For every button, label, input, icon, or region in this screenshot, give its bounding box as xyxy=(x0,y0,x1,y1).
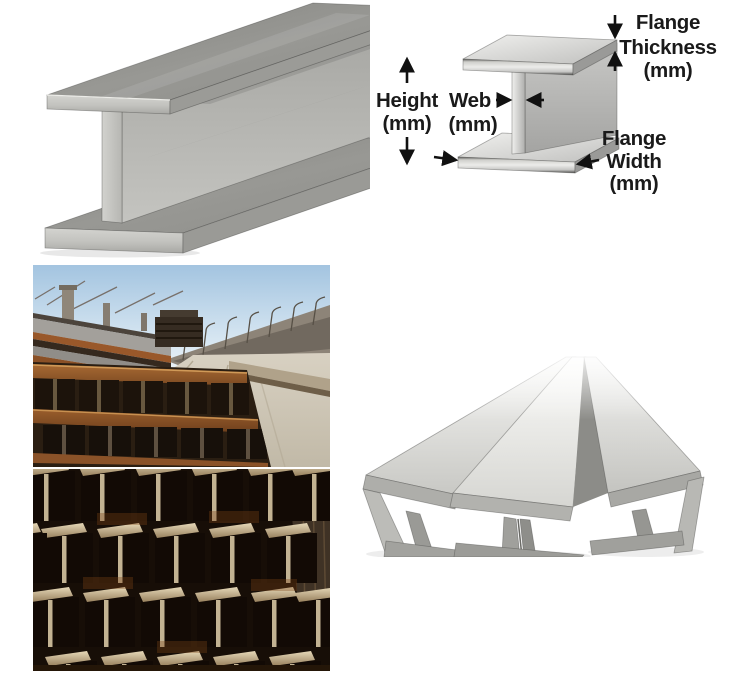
flange-width-label-line3: (mm) xyxy=(610,172,659,195)
warehouse-row-1 xyxy=(33,523,317,583)
flange-width-label-line1: Flange xyxy=(602,127,666,150)
hbeam-dimension-diagram: Height (mm) Web (mm) Flange Thickness (m… xyxy=(372,4,750,196)
beams-on-road-shadow xyxy=(229,371,330,397)
web-front-face xyxy=(101,107,123,224)
photo-single-hbeam xyxy=(40,0,370,258)
warehouse-stack-graphic xyxy=(33,469,330,671)
photo-three-hbeams-perspective xyxy=(358,345,708,557)
beams-on-road xyxy=(229,361,330,391)
top-flange-side-face xyxy=(169,30,370,115)
flange-thickness-label-line2: Thickness xyxy=(619,36,717,59)
chimney-cap xyxy=(59,285,77,290)
flange-thickness-label-line3: (mm) xyxy=(644,59,693,82)
height-label-line1: Height xyxy=(376,89,438,112)
post-far xyxy=(141,313,147,331)
diagram-labels: Height (mm) Web (mm) Flange Thickness (m… xyxy=(376,11,717,195)
distance-fade xyxy=(358,345,708,420)
flange-thickness-label-line1: Flange xyxy=(636,11,700,34)
top-highlight-streak xyxy=(100,13,370,98)
photo-beam-stockyard xyxy=(33,265,330,467)
foreground-beam-stack xyxy=(33,362,271,467)
flange-width-arrow-right xyxy=(433,150,459,167)
single-hbeam-graphic xyxy=(40,2,370,258)
dimension-diagram-graphic: Height (mm) Web (mm) Flange Thickness (m… xyxy=(376,11,717,195)
stack-row1-cells xyxy=(35,379,249,415)
chimney xyxy=(62,287,74,321)
web-label-line2: (mm) xyxy=(449,113,498,136)
bottom-flange-side-face xyxy=(182,167,370,254)
flange-edge-highlight xyxy=(46,94,171,101)
diagram-web-front xyxy=(511,66,526,155)
post xyxy=(103,303,110,327)
floor-strip xyxy=(33,665,330,671)
photo-beam-stack-warehouse xyxy=(33,469,330,671)
side-shadow-streak xyxy=(140,85,370,160)
rust-patches xyxy=(83,511,297,653)
flange-width-arrows xyxy=(433,150,600,170)
stockyard-graphic xyxy=(33,265,330,467)
web-label-line1: Web xyxy=(449,89,491,112)
stack-row2-cells xyxy=(43,425,267,459)
dark-beam-bundle xyxy=(155,310,203,347)
flange-width-arrow-left xyxy=(575,153,600,170)
background-rack xyxy=(165,296,330,367)
flange-width-label-line2: Width xyxy=(606,150,661,173)
rebar-rods xyxy=(34,280,184,314)
height-label-line2: (mm) xyxy=(383,112,432,135)
three-hbeams-graphic xyxy=(358,345,708,557)
